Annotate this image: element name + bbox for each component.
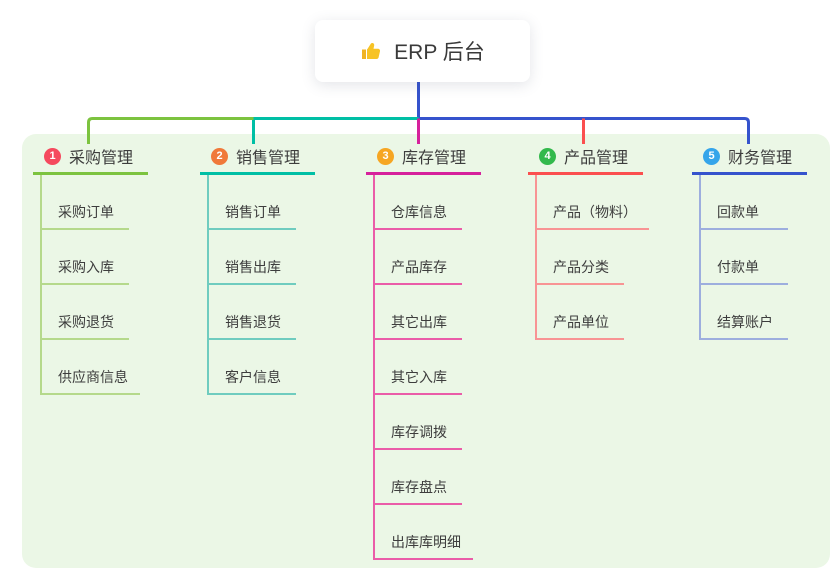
branch-header[interactable]: 1 采购管理 <box>33 146 148 175</box>
branch-label: 销售管理 <box>236 150 301 167</box>
child-node[interactable]: 采购入库 <box>40 257 129 285</box>
child-row: 销售出库 <box>207 230 359 285</box>
child-row: 付款单 <box>699 230 839 285</box>
child-row: 其它出库 <box>373 285 525 340</box>
child-node[interactable]: 其它出库 <box>373 312 462 340</box>
branch-children: 仓库信息产品库存其它出库其它入库库存调拨库存盘点出库库明细 <box>373 175 525 560</box>
child-node[interactable]: 出库库明细 <box>373 532 473 560</box>
child-row: 产品（物料） <box>535 175 687 230</box>
branch-header[interactable]: 5 财务管理 <box>692 146 807 175</box>
branches-panel <box>22 134 830 568</box>
branch-children: 采购订单采购入库采购退货供应商信息 <box>40 175 192 395</box>
branch-销售管理: 2 销售管理 销售订单销售出库销售退货客户信息 <box>200 146 360 395</box>
child-node[interactable]: 付款单 <box>699 257 788 285</box>
branch-number-badge: 4 <box>539 147 556 165</box>
child-node[interactable]: 产品分类 <box>535 257 624 285</box>
branch-header[interactable]: 3 库存管理 <box>366 146 481 175</box>
child-row: 仓库信息 <box>373 175 525 230</box>
child-node[interactable]: 产品单位 <box>535 312 624 340</box>
branch-label: 财务管理 <box>728 150 793 167</box>
child-row: 产品库存 <box>373 230 525 285</box>
branch-采购管理: 1 采购管理 采购订单采购入库采购退货供应商信息 <box>33 146 193 395</box>
branch-children: 产品（物料） 产品分类产品单位 <box>535 175 687 340</box>
child-node[interactable]: 销售出库 <box>207 257 296 285</box>
child-row: 产品分类 <box>535 230 687 285</box>
child-node[interactable]: 产品库存 <box>373 257 462 285</box>
child-node[interactable]: 采购订单 <box>40 202 129 230</box>
child-node[interactable]: 销售订单 <box>207 202 296 230</box>
child-row: 供应商信息 <box>40 340 192 395</box>
child-row: 采购订单 <box>40 175 192 230</box>
branch-header[interactable]: 4 产品管理 <box>528 146 643 175</box>
branch-children: 回款单付款单结算账户 <box>699 175 839 340</box>
child-node[interactable]: 其它入库 <box>373 367 462 395</box>
child-row: 回款单 <box>699 175 839 230</box>
child-node[interactable]: 结算账户 <box>699 312 788 340</box>
branch-header[interactable]: 2 销售管理 <box>200 146 315 175</box>
branch-库存管理: 3 库存管理 仓库信息产品库存其它出库其它入库库存调拨库存盘点出库库明细 <box>366 146 526 560</box>
child-row: 产品单位 <box>535 285 687 340</box>
branch-label: 库存管理 <box>402 150 467 167</box>
child-row: 采购退货 <box>40 285 192 340</box>
root-node[interactable]: ERP 后台 <box>315 20 530 82</box>
child-row: 出库库明细 <box>373 505 525 560</box>
child-node[interactable]: 回款单 <box>699 202 788 230</box>
branch-number-badge: 3 <box>377 147 394 165</box>
root-title: ERP 后台 <box>394 41 485 64</box>
child-row: 销售退货 <box>207 285 359 340</box>
child-row: 客户信息 <box>207 340 359 395</box>
child-row: 销售订单 <box>207 175 359 230</box>
branch-number-badge: 1 <box>44 147 61 165</box>
child-row: 结算账户 <box>699 285 839 340</box>
child-row: 库存盘点 <box>373 450 525 505</box>
child-node[interactable]: 库存调拨 <box>373 422 462 450</box>
branch-children: 销售订单销售出库销售退货客户信息 <box>207 175 359 395</box>
branch-number-badge: 2 <box>211 147 228 165</box>
child-row: 采购入库 <box>40 230 192 285</box>
child-node[interactable]: 客户信息 <box>207 367 296 395</box>
child-row: 其它入库 <box>373 340 525 395</box>
child-node[interactable]: 仓库信息 <box>373 202 462 230</box>
child-node[interactable]: 库存盘点 <box>373 477 462 505</box>
child-node[interactable]: 采购退货 <box>40 312 129 340</box>
child-node[interactable]: 产品（物料） <box>535 202 649 230</box>
branch-label: 产品管理 <box>564 150 629 167</box>
child-node[interactable]: 销售退货 <box>207 312 296 340</box>
child-row: 库存调拨 <box>373 395 525 450</box>
branch-财务管理: 5 财务管理 回款单付款单结算账户 <box>692 146 839 340</box>
thumbs-up-icon <box>360 39 384 63</box>
branch-number-badge: 5 <box>703 147 720 165</box>
branch-label: 采购管理 <box>69 150 134 167</box>
branch-产品管理: 4 产品管理 产品（物料） 产品分类产品单位 <box>528 146 688 340</box>
child-node[interactable]: 供应商信息 <box>40 367 140 395</box>
